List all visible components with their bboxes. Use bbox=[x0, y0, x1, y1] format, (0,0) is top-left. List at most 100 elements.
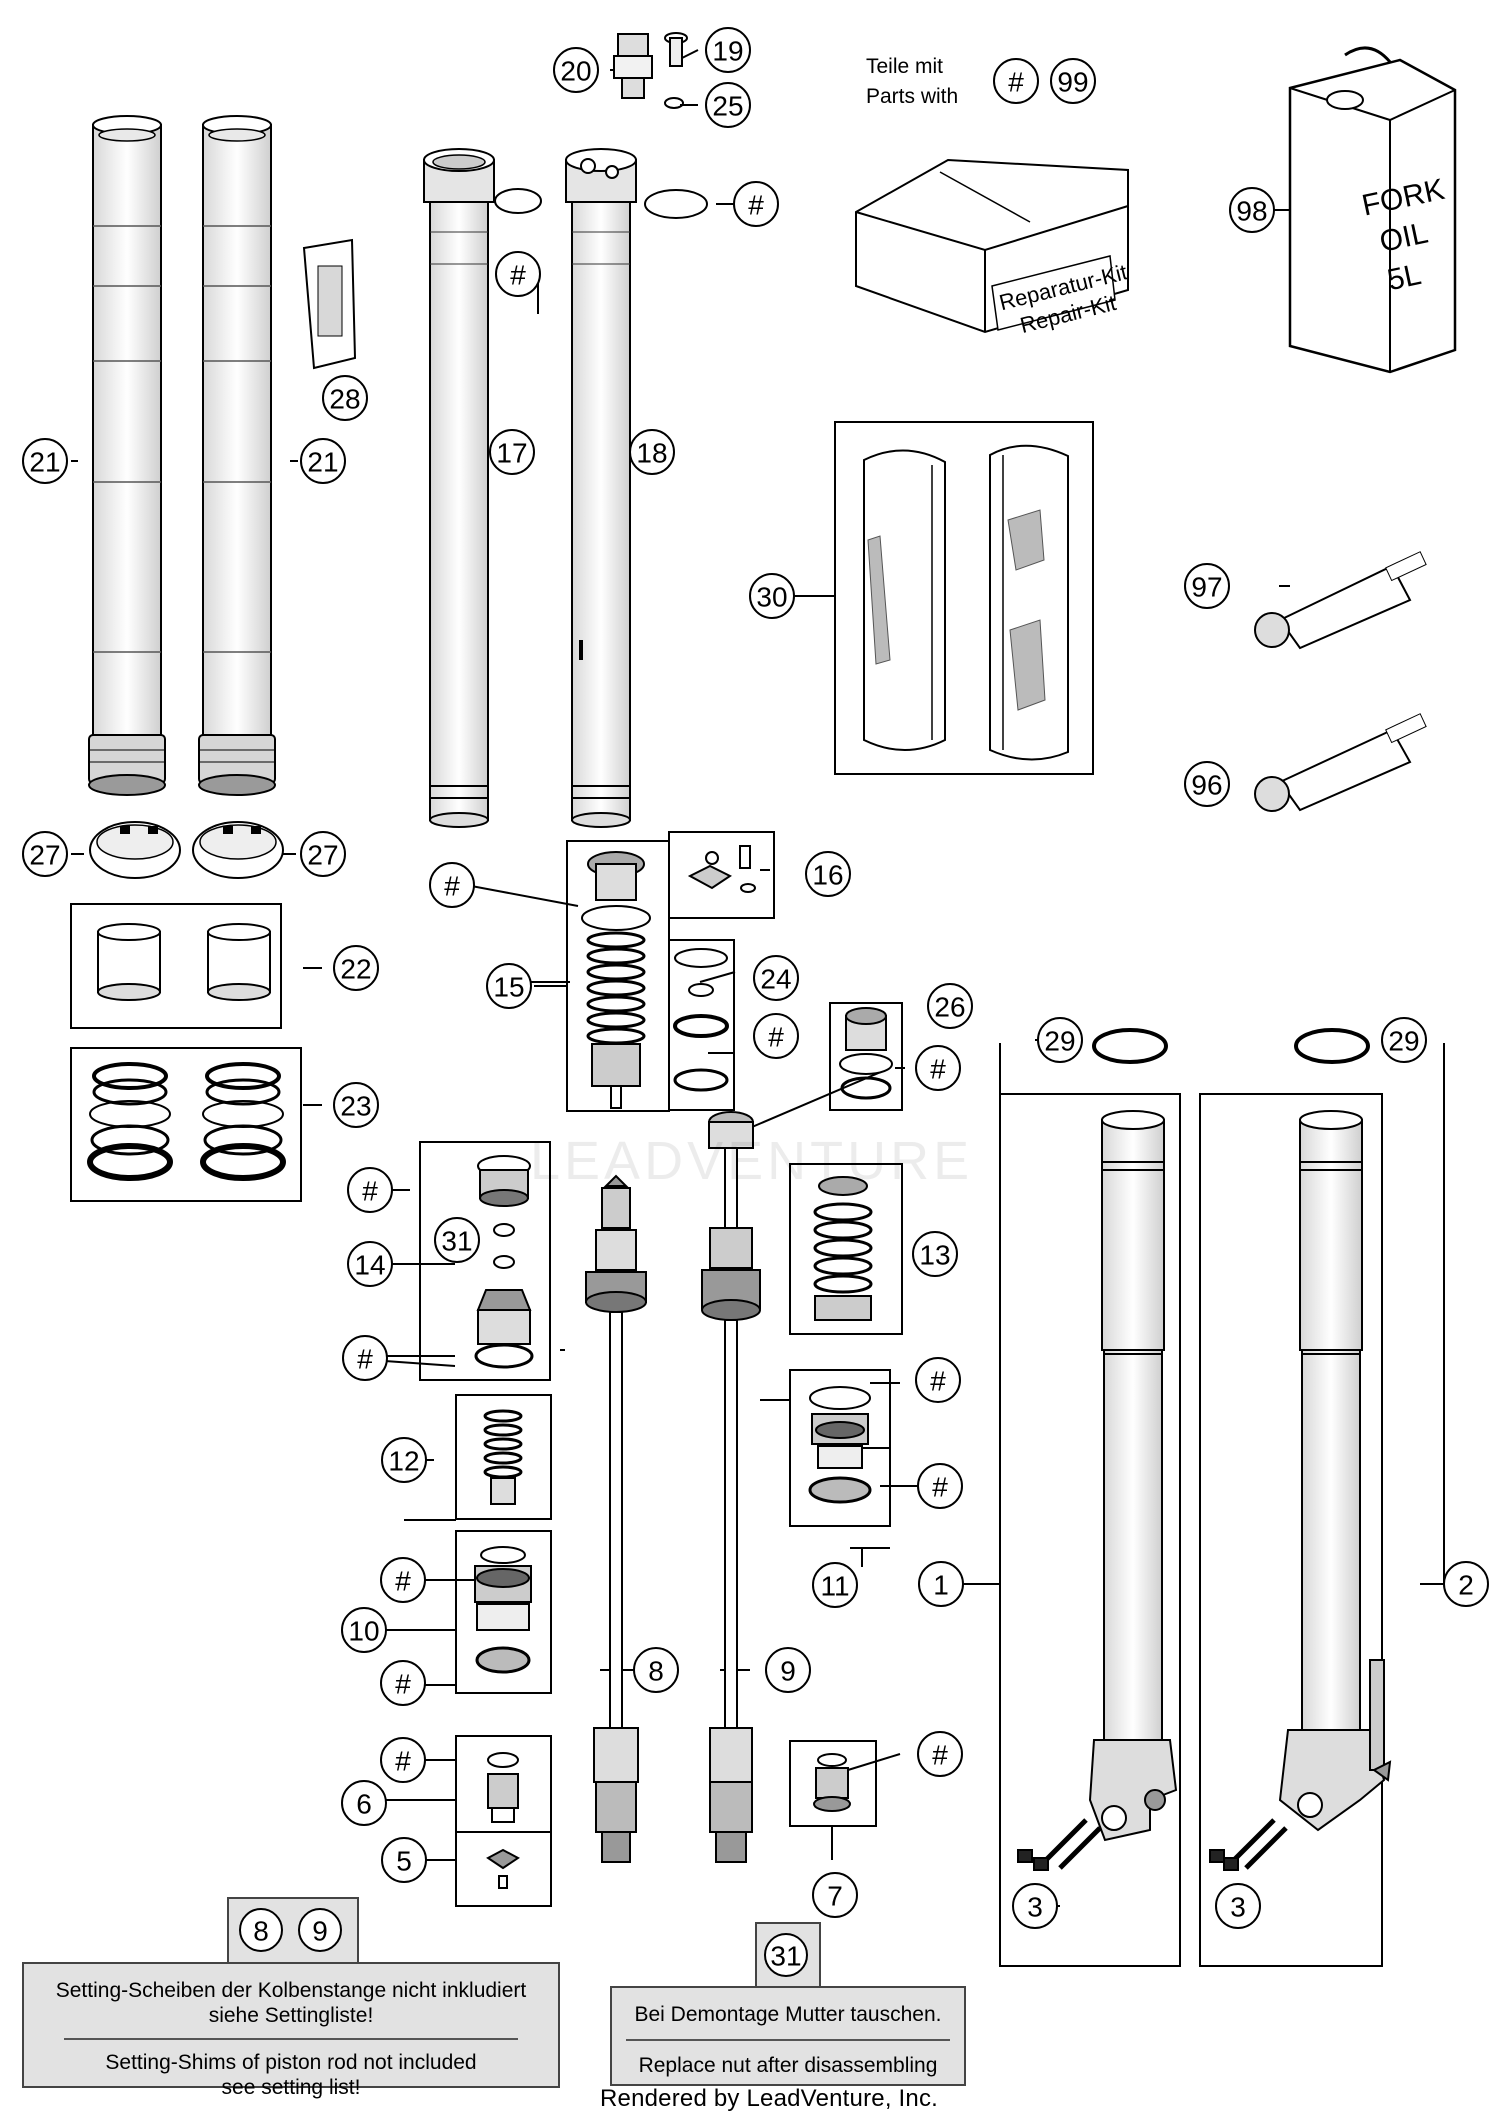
callout-24-text: 24 bbox=[760, 964, 791, 995]
fork-oil-can: FORK OIL 5L bbox=[1288, 46, 1457, 374]
callout-21-right-text: 21 bbox=[307, 447, 338, 478]
nut-box-26 bbox=[829, 1002, 903, 1111]
callout-13 bbox=[912, 1231, 958, 1277]
guide-ring-right bbox=[192, 821, 284, 879]
fork-leg-1 bbox=[1017, 1110, 1178, 1871]
callout-hash-14a bbox=[347, 1167, 393, 1213]
inner-tube-18 bbox=[565, 148, 637, 828]
callout-17-text: 17 bbox=[496, 438, 527, 469]
callout-28 bbox=[322, 375, 368, 421]
callout-hash-11a-text: # bbox=[930, 1366, 946, 1397]
callout-27-right-text: 27 bbox=[307, 840, 338, 871]
callout-7-text: 7 bbox=[827, 1881, 843, 1912]
fork-leg-2 bbox=[1209, 1110, 1392, 1871]
callout-hash-15 bbox=[429, 862, 475, 908]
callout-15-text: 15 bbox=[493, 972, 524, 1003]
callout-14-text: 14 bbox=[354, 1250, 385, 1281]
note-shims: Setting-Scheiben der Kolbenstange nicht … bbox=[22, 1962, 560, 2099]
callout-27-right bbox=[300, 831, 346, 877]
callout-21-left bbox=[22, 438, 68, 484]
air-valve bbox=[613, 33, 653, 99]
callout-18-text: 18 bbox=[636, 438, 667, 469]
callout-11-text: 11 bbox=[820, 1571, 849, 1602]
callout-hash-10b bbox=[380, 1660, 426, 1706]
fork-leg-box-1 bbox=[999, 1093, 1181, 1967]
callout-20-text: 20 bbox=[560, 56, 591, 87]
parts-with-en: Parts with bbox=[866, 85, 959, 108]
fork-guard-right bbox=[989, 444, 1069, 761]
callout-3-right-text: 3 bbox=[1230, 1892, 1246, 1923]
callout-18 bbox=[629, 429, 675, 475]
note-shims-de-1: Setting-Scheiben der Kolbenstange nicht … bbox=[55, 1979, 527, 2002]
callout-8 bbox=[633, 1647, 679, 1693]
callout-1 bbox=[918, 1561, 964, 1607]
small-parts-box-16 bbox=[668, 831, 775, 919]
callout-11 bbox=[812, 1562, 858, 1608]
callout-1-text: 1 bbox=[933, 1570, 949, 1601]
outer-tube-right bbox=[198, 115, 276, 796]
fork-guard-left bbox=[863, 449, 946, 751]
cap-nut-26 bbox=[839, 1007, 893, 1100]
damper-rod-9 bbox=[701, 1111, 761, 1863]
valve-box-6 bbox=[455, 1735, 552, 1907]
valve-box-7 bbox=[789, 1740, 877, 1827]
callout-15 bbox=[486, 963, 532, 1009]
washer-25 bbox=[664, 97, 684, 109]
callout-hash-11b-text: # bbox=[932, 1472, 948, 1503]
valve-box-11 bbox=[789, 1369, 891, 1527]
note-nut-de: Bei Demontage Mutter tauschen. bbox=[634, 2003, 942, 2026]
screw-19 bbox=[664, 32, 688, 67]
callout-2 bbox=[1443, 1561, 1489, 1607]
inner-tube-17 bbox=[423, 148, 495, 828]
callout-hash-17 bbox=[495, 251, 541, 297]
callout-31 bbox=[434, 1217, 480, 1263]
callout-hash-14b-text: # bbox=[357, 1344, 373, 1375]
callout-hash-6 bbox=[380, 1737, 426, 1783]
o-ring-18 bbox=[644, 189, 708, 219]
callout-22 bbox=[333, 945, 379, 991]
callout-hash-10b-text: # bbox=[395, 1669, 411, 1700]
callout-96 bbox=[1184, 761, 1230, 807]
seal-kit-24 bbox=[673, 948, 729, 1092]
callout-28-text: 28 bbox=[329, 384, 360, 415]
callout-99 bbox=[1050, 58, 1096, 104]
callout-hash-kit bbox=[993, 58, 1039, 104]
fork-sticker bbox=[302, 238, 357, 370]
seal-set-right bbox=[200, 1062, 286, 1181]
callout-14 bbox=[347, 1241, 393, 1287]
o-ring-17 bbox=[494, 188, 542, 214]
spring-box-13 bbox=[789, 1163, 903, 1335]
callout-29-right bbox=[1381, 1017, 1427, 1063]
callout-hash-kit-text: # bbox=[1008, 67, 1024, 98]
footer-credit: Rendered by LeadVenture, Inc. bbox=[600, 2085, 939, 2112]
callout-hash-26 bbox=[915, 1045, 961, 1091]
callout-hash-24 bbox=[753, 1013, 799, 1059]
fork-guard-box bbox=[834, 421, 1094, 775]
callout-5-text: 5 bbox=[396, 1846, 412, 1877]
valve-box-14 bbox=[419, 1141, 551, 1381]
callout-hash-26-text: # bbox=[930, 1054, 946, 1085]
callout-24 bbox=[753, 955, 799, 1001]
outer-tube-left bbox=[88, 115, 166, 796]
fork-leg-box-2 bbox=[1199, 1093, 1383, 1967]
seal-set-left bbox=[87, 1062, 173, 1181]
note-nut: Bei Demontage Mutter tauschen. Replace n… bbox=[610, 1986, 966, 2086]
callout-hash-15-text: # bbox=[444, 871, 460, 902]
callout-hash-10a-text: # bbox=[395, 1566, 411, 1597]
spring-box-12 bbox=[455, 1394, 552, 1520]
callout-5 bbox=[381, 1837, 427, 1883]
note-shims-en-2: see setting list! bbox=[221, 2076, 361, 2099]
parts-with-de: Teile mit bbox=[866, 55, 944, 78]
callout-6 bbox=[341, 1780, 387, 1826]
bushing-right bbox=[207, 923, 271, 1001]
callout-27-left-text: 27 bbox=[29, 840, 60, 871]
callout-96-text: 96 bbox=[1191, 770, 1222, 801]
valve-box-10 bbox=[455, 1530, 552, 1694]
callout-29-left-text: 29 bbox=[1044, 1026, 1075, 1057]
callout-23-text: 23 bbox=[340, 1091, 371, 1122]
callout-21-left-text: 21 bbox=[29, 447, 60, 478]
callout-26-text: 26 bbox=[934, 992, 965, 1023]
note-shims-de-2: siehe Settingliste! bbox=[208, 2004, 374, 2027]
callout-13-text: 13 bbox=[919, 1240, 950, 1271]
callout-19-text: 19 bbox=[712, 36, 743, 67]
